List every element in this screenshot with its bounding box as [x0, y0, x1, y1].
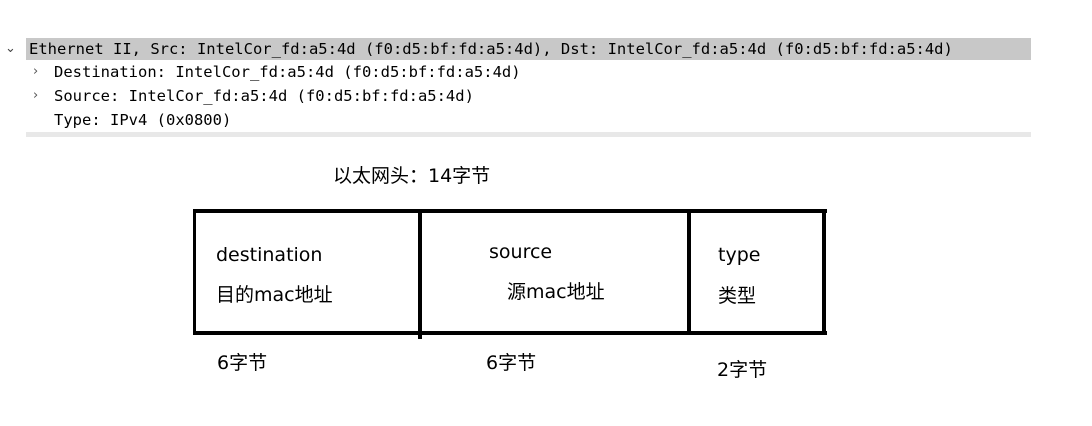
field-desc-type: 类型 — [718, 285, 757, 307]
field-size-source: 6字节 — [486, 352, 537, 374]
packet-detail-tree: ⌄ Ethernet II, Src: IntelCor_fd:a5:4d (f… — [0, 38, 1040, 132]
tree-item-label: Type: IPv4 (0x0800) — [54, 111, 232, 129]
field-name-source: source — [489, 241, 553, 263]
field-size-destination: 6字节 — [217, 352, 268, 374]
field-name-destination: destination — [216, 244, 323, 266]
tree-item-type[interactable]: Type: IPv4 (0x0800) — [26, 108, 1040, 132]
ethernet-header-frame — [193, 209, 827, 335]
chevron-right-icon[interactable]: › — [33, 64, 39, 79]
diagram-title: 以太网头：14字节 — [333, 165, 491, 187]
tree-item-destination[interactable]: › Destination: IntelCor_fd:a5:4d (f0:d5:… — [26, 60, 1040, 84]
tree-item-ethernet-ii[interactable]: ⌄ Ethernet II, Src: IntelCor_fd:a5:4d (f… — [5, 38, 1031, 60]
field-name-type: type — [718, 244, 761, 266]
tree-item-source[interactable]: › Source: IntelCor_fd:a5:4d (f0:d5:bf:fd… — [26, 84, 1040, 108]
tree-bottom-divider — [26, 132, 1031, 137]
field-divider — [418, 209, 422, 339]
chevron-down-icon[interactable]: ⌄ — [5, 41, 16, 56]
tree-item-label: Source: IntelCor_fd:a5:4d (f0:d5:bf:fd:a… — [54, 87, 474, 105]
field-desc-source: 源mac地址 — [507, 281, 605, 303]
chevron-right-icon[interactable]: › — [33, 88, 39, 103]
tree-item-label: Destination: IntelCor_fd:a5:4d (f0:d5:bf… — [54, 63, 521, 81]
tree-item-label: Ethernet II, Src: IntelCor_fd:a5:4d (f0:… — [29, 40, 953, 58]
field-desc-destination: 目的mac地址 — [216, 284, 333, 306]
field-size-type: 2字节 — [717, 359, 768, 381]
frame-right-edge — [822, 209, 826, 335]
field-divider — [687, 209, 691, 335]
